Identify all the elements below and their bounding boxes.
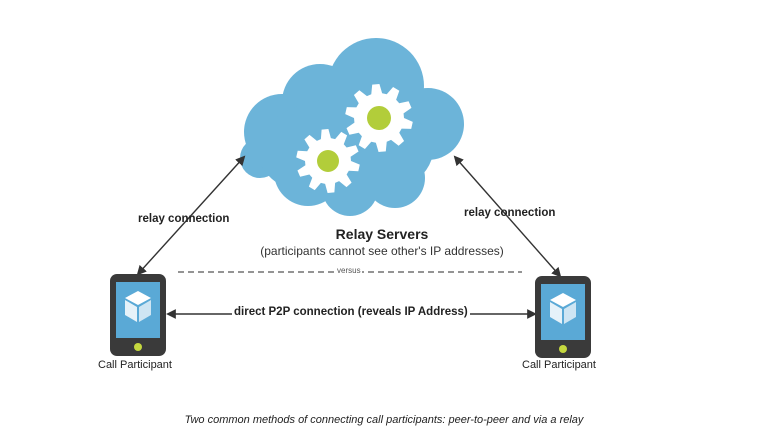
relay-servers-subtitle: (participants cannot see other's IP addr… [260, 244, 504, 258]
relay-servers-title: Relay Servers [335, 226, 429, 242]
phone-icon [110, 274, 166, 356]
p2p-connection-label: direct P2P connection (reveals IP Addres… [232, 306, 470, 318]
relay-connection-right-label: relay connection [464, 207, 556, 219]
relay-right-arrow [453, 155, 562, 278]
participant-left-label: Call Participant [98, 359, 172, 371]
relay-left-arrow [136, 155, 246, 276]
relay-connection-left-label: relay connection [138, 213, 230, 225]
participant-right-label: Call Participant [522, 359, 596, 371]
cube-icon [125, 291, 151, 322]
figure-caption: Two common methods of connecting call pa… [184, 414, 584, 426]
versus-label: versus [336, 266, 362, 275]
cube-icon [550, 293, 576, 324]
gear-core [367, 106, 391, 130]
phone-icon [535, 276, 591, 358]
gear-icon [345, 84, 413, 152]
gear-icon [296, 129, 360, 193]
gear-core [317, 150, 339, 172]
